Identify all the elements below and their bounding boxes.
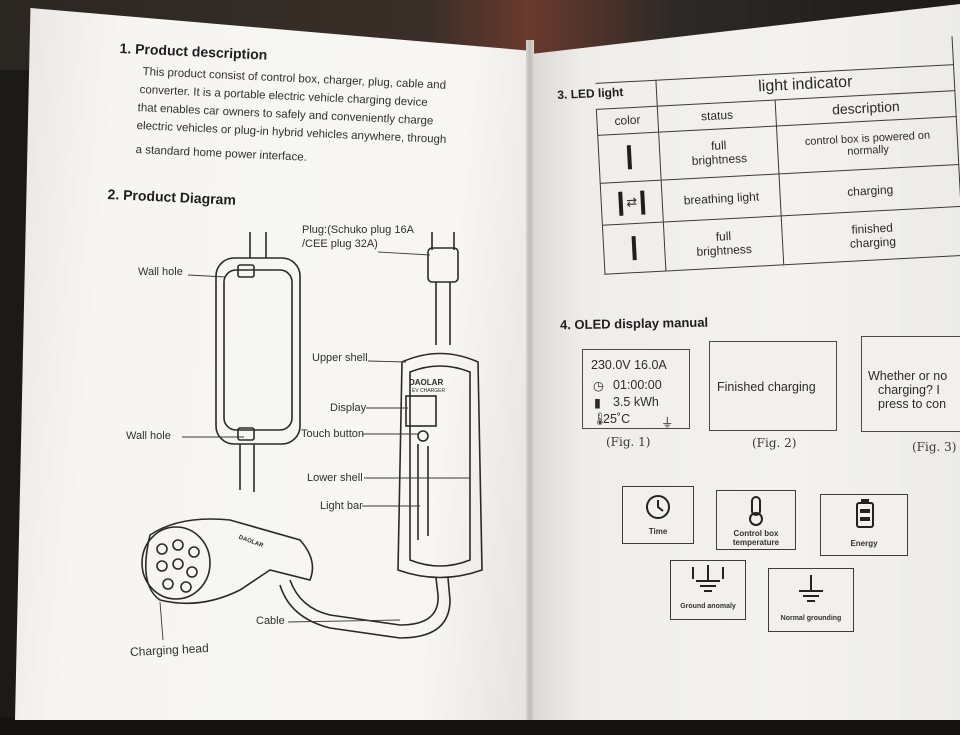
ground-icon xyxy=(799,575,823,602)
legend-label: Ground anomaly xyxy=(680,603,736,610)
plug-label-line2: /CEE plug 32A) xyxy=(302,238,378,250)
battery-icon xyxy=(856,499,874,528)
voltage-current: 230.0V 16.0A xyxy=(591,358,667,372)
finished-charging-text: Finished charging xyxy=(717,380,816,394)
time-legend: Time xyxy=(622,486,694,544)
fig3-line-3: press to con xyxy=(878,397,947,411)
led-solid-icon xyxy=(639,190,646,215)
energy-value: 3.5 kWh xyxy=(613,395,659,409)
led-solid-icon xyxy=(618,191,624,216)
brand-logo: DAOLAR xyxy=(409,378,444,387)
display-label: Display xyxy=(330,402,367,414)
led-indicator-table: light indicator color status description… xyxy=(593,36,960,275)
thermometer-icon: 🌡 xyxy=(592,412,608,426)
background-bottom xyxy=(0,717,960,735)
legend-label: Control box temperature xyxy=(732,529,780,547)
touch-button-label: Touch button xyxy=(301,428,364,440)
status-text: breathing light xyxy=(661,174,782,223)
wall-hole-top-label: Wall hole xyxy=(138,266,183,278)
fig3-line-1: Whether or no xyxy=(868,369,948,383)
normal-grounding-legend: Normal grounding xyxy=(768,568,854,632)
left-page xyxy=(15,8,530,720)
lower-shell-label: Lower shell xyxy=(307,472,363,484)
plug-label: Plug:(Schuko plug 16A xyxy=(302,224,414,236)
fig1-caption: (Fig. 1) xyxy=(606,435,651,449)
clock-icon xyxy=(646,495,670,519)
fig3-caption: (Fig. 3) xyxy=(912,440,957,454)
ground-anomaly-legend: Ground anomaly xyxy=(670,560,746,620)
oled-fig2: Finished charging xyxy=(709,341,837,431)
legend-label: Time xyxy=(648,527,668,536)
fig2-caption: (Fig. 2) xyxy=(752,436,797,450)
wall-hole-bottom-label: Wall hole xyxy=(126,430,171,442)
temperature-legend: Control box temperature xyxy=(716,490,796,550)
temperature-value: 25˚C xyxy=(603,412,631,426)
led-solid-icon xyxy=(626,145,633,170)
battery-icon: ▮ xyxy=(594,396,601,410)
brand-subtitle: EV CHARGER xyxy=(412,388,446,394)
clock-icon: ◷ xyxy=(593,379,604,393)
breathing-arrows-icon: ⇄ xyxy=(625,193,638,210)
book-fold xyxy=(526,40,534,720)
fig3-line-2: charging? I xyxy=(878,383,940,397)
column-color: color xyxy=(596,105,659,135)
upper-shell-label: Upper shell xyxy=(312,352,368,364)
time-value: 01:00:00 xyxy=(613,378,662,392)
energy-legend: Energy xyxy=(820,494,908,556)
led-solid-icon xyxy=(631,236,637,261)
legend-label: Normal grounding xyxy=(780,615,842,622)
ground-icon: ⏚ xyxy=(661,416,674,430)
section4-title: 4. OLED display manual xyxy=(559,314,709,333)
oled-fig1: 230.0V 16.0A ◷ 01:00:00 ▮ 3.5 kWh 🌡 25˚C… xyxy=(582,349,690,430)
ground-anomaly-icon xyxy=(692,565,724,592)
light-bar-label: Light bar xyxy=(320,500,363,512)
legend-label: Energy xyxy=(850,539,878,548)
thermometer-icon xyxy=(749,496,763,526)
oled-fig3: Whether or no charging? I press to con xyxy=(861,336,960,432)
cable-label: Cable xyxy=(256,615,285,627)
